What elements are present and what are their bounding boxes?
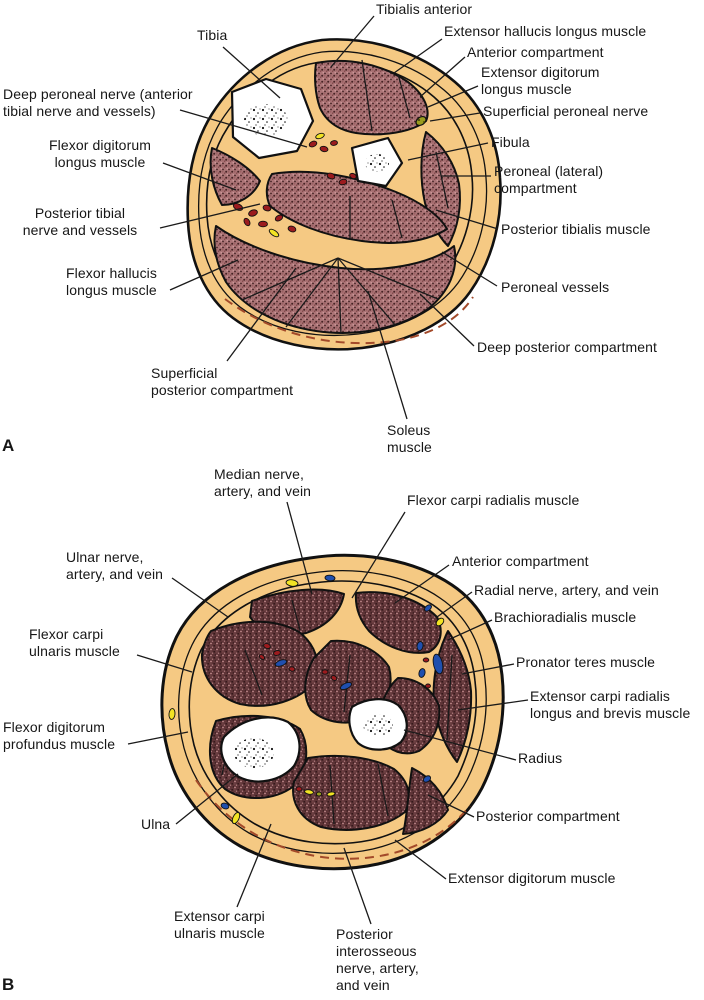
forearm-cross-section: [127, 501, 529, 925]
label-ulna: Ulna: [141, 816, 171, 832]
label-extensor-carpi-radialis: Extensor carpi radialis longus and brevi…: [530, 688, 691, 721]
label-posterior-compartment-b: Posterior compartment: [476, 808, 620, 824]
label-flexor-hallucis-longus: Flexor hallucis longus muscle: [66, 265, 157, 298]
leg-cross-section: [159, 15, 502, 420]
forearm-vessels: [168, 574, 445, 825]
label-posterior-tibial-nerve: Posterior tibial nerve and vessels: [22, 205, 138, 238]
label-extensor-hallucis: Extensor hallucis longus muscle: [444, 23, 647, 39]
fibula-marrow-stipple: [365, 154, 389, 172]
label-extensor-digitorum-longus: Extensor digitorum longus muscle: [481, 64, 600, 97]
leg-internal-septa: [241, 59, 449, 335]
label-brachioradialis: Brachioradialis muscle: [494, 609, 637, 625]
dashed-fascia-line: [195, 779, 471, 860]
label-pronator-teres: Pronator teres muscle: [516, 654, 656, 670]
leader-lines-b: [127, 501, 529, 925]
dashed-fascia-line: [224, 296, 474, 345]
ulna-marrow-stipple: [234, 738, 274, 768]
tibia-marrow-stipple: [244, 104, 288, 136]
label-median-nerve: Median nerve, artery, and vein: [214, 466, 312, 499]
label-posterior-interosseous: Posterior interosseous nerve, artery, an…: [336, 926, 419, 993]
flexor-digitorum-longus-muscle: [209, 147, 261, 206]
superficial-peroneal-nerve-shape: [415, 115, 427, 127]
label-flexor-carpi-radialis: Flexor carpi radialis muscle: [407, 492, 580, 508]
flexor-carpi-ulnaris-muscle: [200, 620, 319, 707]
label-tibialis-anterior: Tibialis anterior: [376, 1, 473, 17]
panel-letter-a: A: [2, 436, 15, 455]
nerve-speckle: [423, 121, 425, 123]
leg-vessels: [232, 132, 357, 238]
brachioradialis-muscle: [432, 630, 473, 763]
anterior-compartment-muscle: [354, 591, 442, 654]
label-radius: Radius: [518, 750, 563, 766]
label-soleus-muscle: Soleus muscle: [387, 422, 432, 455]
label-peroneal-lateral-compartment: Peroneal (lateral) compartment: [494, 163, 604, 196]
label-anterior-compartment-a: Anterior compartment: [467, 44, 604, 60]
label-peroneal-vessels: Peroneal vessels: [501, 279, 610, 295]
label-flexor-digitorum-profundus: Flexor digitorum profundus muscle: [3, 719, 116, 752]
radius-marrow-stipple: [363, 714, 393, 736]
nerve-speckle: [418, 119, 420, 121]
leader-lines-a: [159, 15, 499, 420]
label-flexor-digitorum-longus: Flexor digitorum longus muscle: [49, 137, 151, 170]
label-posterior-tibialis-muscle: Posterior tibialis muscle: [501, 221, 651, 237]
leg-muscles: [209, 59, 461, 334]
label-radial-nerve: Radial nerve, artery, and vein: [474, 582, 659, 598]
label-superficial-peroneal-nerve: Superficial peroneal nerve: [483, 103, 649, 119]
label-deep-posterior-compartment: Deep posterior compartment: [477, 339, 658, 355]
label-superficial-posterior-compartment: Superficial posterior compartment: [151, 365, 294, 398]
label-extensor-carpi-ulnaris: Extensor carpi ulnaris muscle: [174, 908, 265, 941]
posterior-compartment-muscle: [213, 225, 457, 334]
label-tibia: Tibia: [197, 27, 228, 43]
label-deep-peroneal-nerve: Deep peroneal nerve (anterior tibial ner…: [3, 86, 193, 119]
label-ulnar-nerve: Ulnar nerve, artery, and vein: [66, 549, 164, 582]
label-anterior-compartment-b: Anterior compartment: [452, 553, 589, 569]
label-extensor-digitorum: Extensor digitorum muscle: [448, 870, 616, 886]
label-fibula: Fibula: [491, 134, 530, 150]
label-flexor-carpi-ulnaris: Flexor carpi ulnaris muscle: [29, 626, 120, 659]
panel-letter-b: B: [2, 975, 15, 994]
extensor-carpi-muscle: [402, 767, 449, 835]
